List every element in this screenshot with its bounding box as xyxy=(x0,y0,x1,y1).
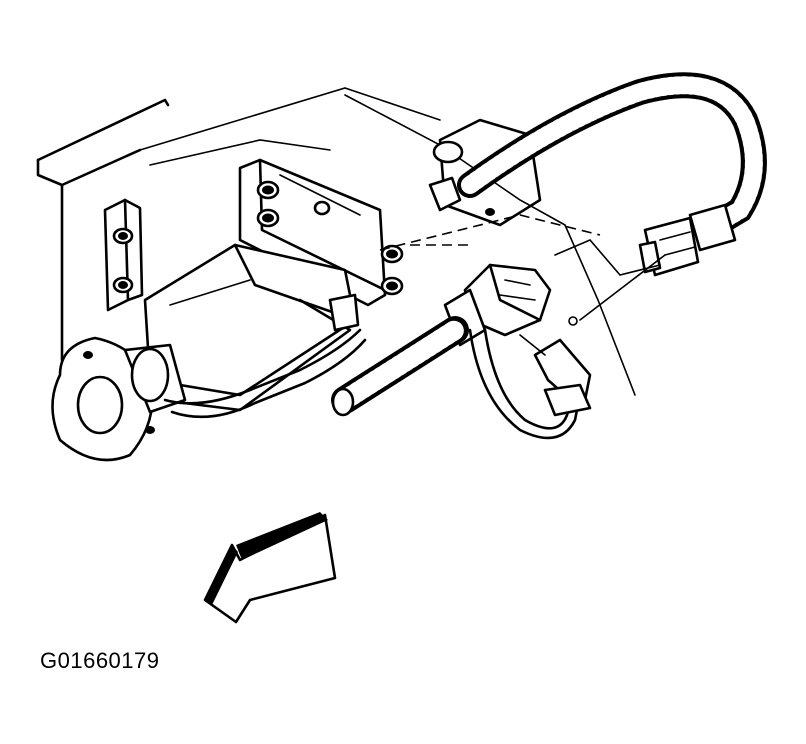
housing-lead xyxy=(163,328,367,419)
retaining-clip xyxy=(519,334,592,417)
lower-conduit xyxy=(331,316,469,417)
mounting-bolt-icon xyxy=(380,276,404,296)
mounting-bolt-icon xyxy=(313,200,331,216)
mounting-bolt-icon xyxy=(256,180,280,200)
mounting-bolt-icon xyxy=(112,276,134,294)
leader-line xyxy=(554,239,666,326)
wiring-harness xyxy=(468,328,582,440)
frame-panel xyxy=(36,87,636,396)
figure-code: G01660179 xyxy=(40,648,160,673)
mounting-bolt-icon xyxy=(256,208,280,228)
bracket-plate xyxy=(103,198,144,312)
mounting-bolt-icon xyxy=(112,227,134,245)
direction-arrow-icon xyxy=(203,512,337,624)
conduit-connector xyxy=(638,203,737,277)
mount-boss xyxy=(428,118,542,227)
corrugated-conduit xyxy=(457,72,767,235)
end-flange xyxy=(51,336,187,462)
routing-guide xyxy=(379,214,601,251)
mounting-bolt-icon xyxy=(380,244,404,264)
